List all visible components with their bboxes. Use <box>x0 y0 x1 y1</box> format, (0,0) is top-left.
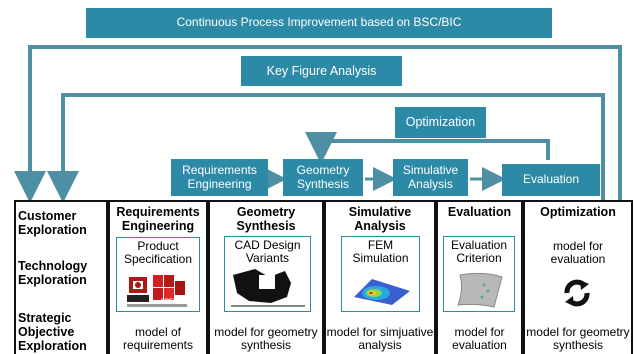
strategic-objective-exploration: Strategic Objective Exploration <box>18 311 87 353</box>
flow-requirements-label: Requirements Engineering <box>182 162 257 191</box>
requirements-column-title: Requirements Engineering <box>116 205 200 233</box>
kfa-banner: Key Figure Analysis <box>241 56 402 86</box>
flow-geometry-box: Geometry Synthesis <box>283 159 363 196</box>
cpi-banner: Continuous Process Improvement based on … <box>86 8 552 38</box>
cad-part-icon <box>231 269 305 307</box>
optimization-column <box>523 200 633 354</box>
evaluation-output: model for evaluation <box>452 325 507 353</box>
evaluation-column-title: Evaluation <box>447 205 512 219</box>
geometry-output: model for geometry synthesis <box>214 325 318 353</box>
evaluation-criterion-box: Evaluation Criterion <box>443 236 515 312</box>
fem-simulation-label: FEM Simulation <box>352 238 409 266</box>
product-specification-label: Product Specification <box>123 239 193 267</box>
flow-requirements-box: Requirements Engineering <box>171 159 268 196</box>
simulative-column-title: Simulative Analysis <box>348 205 412 233</box>
customer-exploration: Customer Exploration <box>18 209 87 237</box>
cycle-arrows-icon <box>564 279 590 307</box>
optimization-banner: Optimization <box>395 107 486 138</box>
requirements-output: model of requirements <box>122 325 194 353</box>
flow-simulative-box: Simulative Analysis <box>393 159 468 196</box>
optimization-column-title: Optimization <box>540 205 616 219</box>
cad-design-variants-box: CAD Design Variants <box>224 236 311 312</box>
fem-mesh-icon <box>354 279 410 305</box>
flow-evaluation-box: Evaluation <box>502 164 600 196</box>
cpi-feedback-line <box>14 45 622 203</box>
simulative-output: model for simjuative analysis <box>326 325 434 353</box>
optimization-banner-label: Optimization <box>405 115 476 130</box>
flow-evaluation-label: Evaluation <box>522 172 580 187</box>
optimization-feedback-line <box>305 132 550 164</box>
evaluation-criterion-label: Evaluation Criterion <box>450 238 508 266</box>
left-column <box>14 200 108 354</box>
optimization-model-top: model for evaluation <box>550 239 606 267</box>
cad-design-variants-label: CAD Design Variants <box>234 238 301 266</box>
product-specification-box: Product Specification SPECS <box>116 237 200 312</box>
curved-panel-icon <box>457 272 503 308</box>
kfa-feedback-line <box>47 93 605 203</box>
geometry-column-title: Geometry Synthesis <box>236 205 296 233</box>
flow-simulative-label: Simulative Analysis <box>402 162 459 191</box>
specs-logo-text: SPECS <box>160 299 182 305</box>
specs-logo-icon <box>127 275 187 307</box>
cpi-banner-label: Continuous Process Improvement based on … <box>176 15 462 30</box>
flow-geometry-label: Geometry Synthesis <box>296 162 350 191</box>
kfa-banner-label: Key Figure Analysis <box>266 63 377 78</box>
technology-exploration: Technology Exploration <box>18 259 88 287</box>
fem-simulation-box: FEM Simulation <box>341 236 420 312</box>
optimization-output: model for geometry synthesis <box>526 325 630 353</box>
